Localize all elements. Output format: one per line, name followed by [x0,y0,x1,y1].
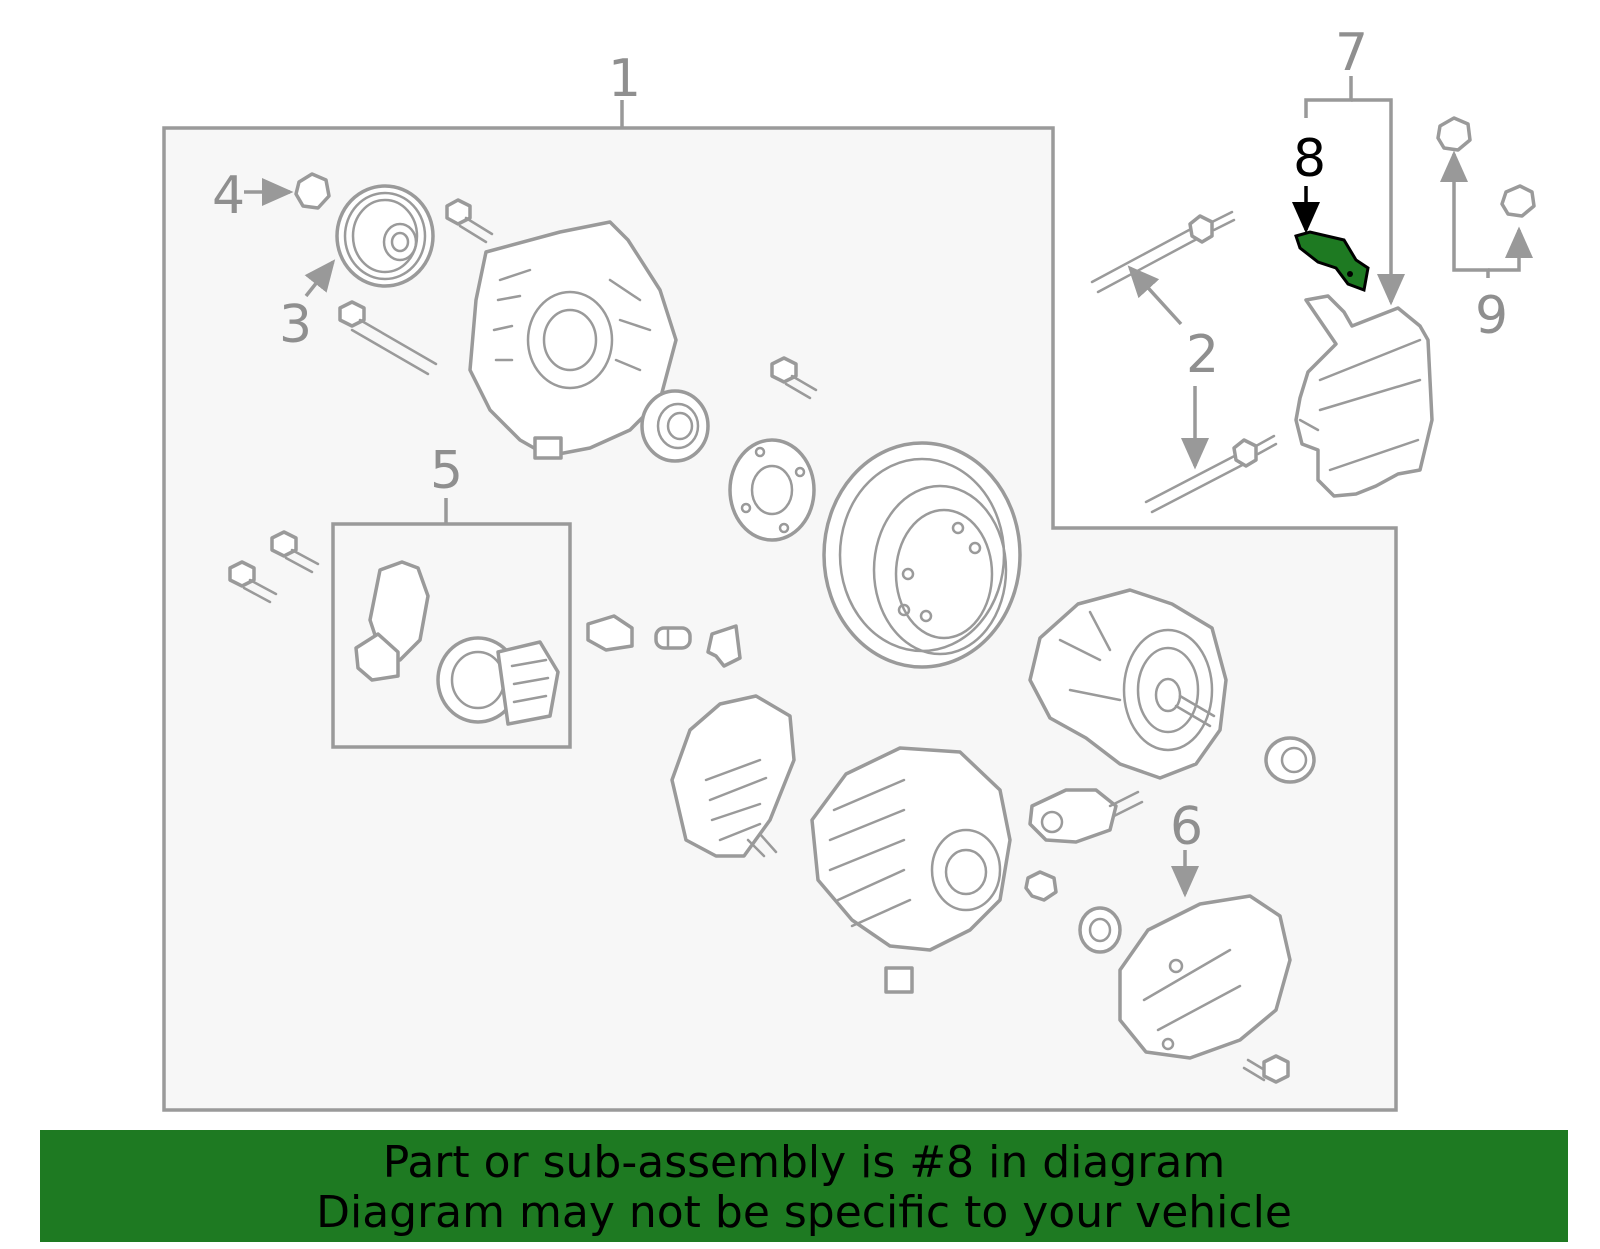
pulley-nut [294,172,331,210]
part-8-bracket-highlighted [1294,230,1370,293]
terminal-washer [1078,906,1122,954]
callout-5: 5 [430,441,463,501]
bolt-left-1 [270,530,320,574]
terminal-bolt [1028,788,1144,844]
callout-7-arrow [1351,98,1405,306]
callout-9-arrow-right [1488,226,1533,272]
bolt-left-2 [228,560,278,604]
callout-4: 4 [212,166,245,226]
banner-line-2: Diagram may not be specific to your vehi… [316,1187,1292,1238]
bolt-upper [445,198,494,244]
front-bearing [640,389,710,463]
banner-line-1: Part or sub-assembly is #8 in diagram [382,1137,1226,1188]
rear-cover [1118,894,1292,1060]
callout-6: 6 [1170,797,1203,857]
callout-9-arrow-left [1440,150,1490,278]
through-bolt-lower [1144,434,1278,514]
brush-holder-assembly [354,560,560,726]
callout-3: 3 [279,295,312,355]
bearing-retainer [728,438,816,542]
callout-7-bracket-left [1304,76,1353,118]
insulator-sleeve [654,626,692,650]
info-banner: Part or sub-assembly is #8 in diagram Di… [40,1130,1568,1242]
cover-nut-lower [1500,184,1536,218]
callout-2-arrow-upper [1127,265,1183,326]
through-bolt-long [338,300,438,376]
callout-1: 1 [608,49,641,109]
callout-2: 2 [1186,325,1219,385]
rear-bushing [1264,736,1316,784]
rotor [1028,588,1228,780]
callout-8: 8 [1293,129,1326,189]
rectifier [670,694,796,858]
insulator-block [586,614,634,652]
callout-9: 9 [1475,286,1508,346]
pulley [335,184,435,288]
callout-3-arrow [304,259,336,298]
cover-nut-upper [1436,116,1472,152]
bolt-mid [770,356,818,400]
terminal-cover [1294,294,1434,498]
through-bolt-upper [1090,210,1236,294]
cover-bolt [1242,1054,1290,1084]
terminal-nut [1024,870,1058,902]
stator [822,441,1022,669]
rear-housing [810,746,1012,994]
insulator-clip [706,624,742,668]
front-housing [468,220,678,460]
callout-7: 7 [1335,23,1368,83]
